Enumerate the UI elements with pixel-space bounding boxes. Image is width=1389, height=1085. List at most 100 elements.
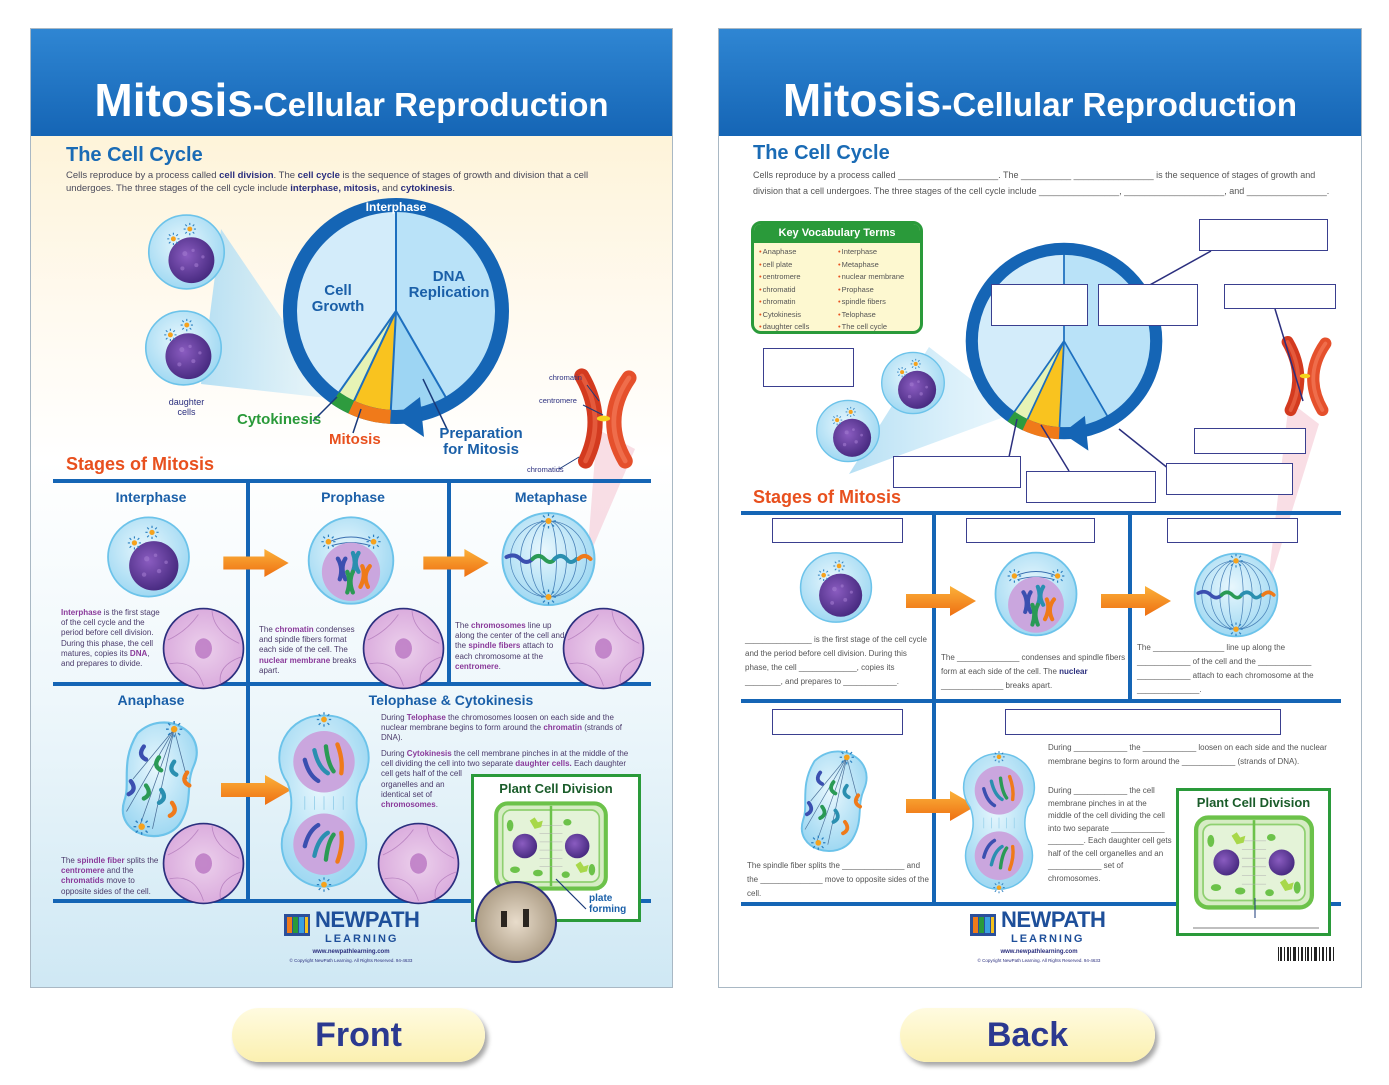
key-term: centromere <box>61 866 105 876</box>
telophase-fill-in[interactable]: During ____________ the ____________ loo… <box>1048 741 1333 769</box>
vocab-term: daughter cells <box>759 321 833 331</box>
text-segment: splits the <box>124 856 159 865</box>
poster-title: Mitosis-Cellular Reproduction <box>719 73 1361 127</box>
text-segment: During <box>381 749 407 758</box>
plant-cell-division-box: Plant Cell Division plate forming <box>471 774 641 922</box>
key-term: chromatids <box>61 876 105 886</box>
answer-box-daughter-cells[interactable] <box>763 348 854 387</box>
centromere-label: centromere <box>539 396 577 405</box>
vocab-term: Metaphase <box>838 259 912 272</box>
answer-box-dna-replication[interactable] <box>1098 284 1198 326</box>
metaphase-cell <box>503 513 595 605</box>
answer-box-chromatin[interactable] <box>1224 284 1336 309</box>
key-term: nuclear membrane <box>259 655 331 665</box>
pie-label-mitosis: Mitosis <box>329 431 381 448</box>
metaphase-fill-in[interactable]: The ________________ line up along the _… <box>1137 641 1333 697</box>
copyright: © Copyright NewPath Learning. All Rights… <box>289 958 413 963</box>
cell-cycle-fill-in[interactable]: Cells reproduce by a process called ____… <box>753 168 1338 199</box>
text-segment: During <box>381 713 407 722</box>
answer-box-preparation[interactable] <box>1166 463 1293 495</box>
back-poster: Mitosis-Cellular Reproduction The Cell C… <box>718 28 1362 988</box>
back-button[interactable]: Back <box>900 1008 1155 1062</box>
vocab-term: centromere <box>759 271 833 284</box>
plant-cell-division-box: Plant Cell Division <box>1176 788 1331 936</box>
arrow-icon <box>223 549 289 577</box>
answer-box-interphase[interactable] <box>1199 219 1328 251</box>
answer-box-stage-1[interactable] <box>772 518 903 543</box>
anaphase-cell <box>802 750 867 851</box>
front-poster: Mitosis-Cellular Reproduction The Cell C… <box>30 28 673 988</box>
arrow-icon <box>423 549 489 577</box>
text-segment: and <box>379 183 401 194</box>
text-segment: The <box>61 856 78 865</box>
interphase-cell <box>801 553 872 622</box>
cell-cycle-heading: The Cell Cycle <box>66 144 203 166</box>
daughter-cell-bottom <box>146 311 221 385</box>
stages-heading: Stages of Mitosis <box>66 454 215 474</box>
stage-title-telophase: Telophase & Cytokinesis <box>368 692 534 708</box>
poster-header: Mitosis-Cellular Reproduction <box>719 29 1361 136</box>
answer-box-stage-3[interactable] <box>1167 518 1298 543</box>
answer-box-centromere[interactable] <box>1194 428 1306 454</box>
logo-line1: NEWPATH <box>1001 907 1106 932</box>
key-term: chromosomes <box>471 621 526 630</box>
prophase-micrograph <box>362 607 445 690</box>
answer-box-mitosis[interactable] <box>1026 471 1156 503</box>
plant-cell-title: Plant Cell Division <box>1196 795 1311 810</box>
anaphase-cell <box>123 721 197 836</box>
answer-box-stage-5[interactable] <box>1005 709 1281 735</box>
barcode <box>1278 947 1334 961</box>
chromosome-callout-cone <box>1267 401 1319 591</box>
answer-box-cytokinesis[interactable] <box>893 456 1021 488</box>
key-term: Telophase <box>406 713 446 722</box>
anaphase-fill-in[interactable]: The spindle fiber splits the ___________… <box>747 859 929 901</box>
vocab-term: The cell cycle <box>838 321 912 331</box>
telophase-cell <box>964 751 1035 893</box>
interphase-fill-in[interactable]: _______________ is the first stage of th… <box>745 633 931 689</box>
pie-label-dna-replication: DNA Replication <box>408 268 490 301</box>
answer-box-cell-growth[interactable] <box>991 284 1088 326</box>
vocab-term: chromatin <box>759 296 833 309</box>
website-url[interactable]: www.newpathlearning.com <box>312 949 390 955</box>
telophase-description: During Telophase the chromosomes loosen … <box>381 713 631 744</box>
text-segment: , and prepares to divide. <box>61 648 150 669</box>
key-term: nuclear <box>1059 667 1088 676</box>
front-illustrations <box>53 29 651 905</box>
vocab-term: Telophase <box>838 309 912 322</box>
newpath-logo: NEWPATH LEARNING <box>969 907 1119 947</box>
title-main: Mitosis <box>94 74 253 126</box>
vocab-term: nuclear membrane <box>838 271 912 284</box>
website-url[interactable]: www.newpathlearning.com <box>1000 949 1078 955</box>
vocab-list-right: InterphaseMetaphasenuclear membraneProph… <box>833 243 912 331</box>
answer-box-stage-4[interactable] <box>772 709 903 735</box>
key-term: chromatin <box>275 625 314 634</box>
text-segment: is the sequence of stages of growth and … <box>66 170 589 194</box>
daughter-cell-top <box>882 352 945 413</box>
interphase-cell <box>108 517 189 596</box>
chromosome-diagram <box>1288 342 1326 410</box>
key-term: spindle fibers <box>468 641 521 651</box>
arrow-icon <box>1101 586 1171 616</box>
plant-cell-title: Plant Cell Division <box>499 781 613 796</box>
stage-title-interphase: Interphase <box>115 489 187 505</box>
text-segment: ______________ breaks apart. <box>941 681 1053 690</box>
text-segment: . <box>452 183 456 194</box>
plant-cell-diagram <box>1193 813 1319 929</box>
chromatin-label: chromatin <box>549 373 582 382</box>
front-button[interactable]: Front <box>232 1008 485 1062</box>
logo-line1: NEWPATH <box>315 907 420 932</box>
vocab-term: cell plate <box>759 259 833 272</box>
chromatids-label: chromatids <box>527 465 564 474</box>
vocab-term: Interphase <box>838 246 912 259</box>
prophase-description: The chromatin condenses and spindle fibe… <box>259 625 361 676</box>
copyright: © Copyright NewPath Learning. All Rights… <box>977 958 1101 963</box>
title-sub: -Cellular Reproduction <box>941 86 1298 123</box>
cytokinesis-fill-in[interactable]: During ____________ the cell membrane pi… <box>1048 785 1172 885</box>
key-term: Cytokinesis <box>406 749 452 758</box>
text-segment: (strands of DNA). <box>381 723 622 743</box>
text-segment: . <box>435 800 438 810</box>
text-segment: The ________________ line up along the _… <box>1137 643 1314 694</box>
prophase-fill-in[interactable]: The ______________ condenses and spindle… <box>941 651 1127 693</box>
interphase-micrograph <box>162 607 245 690</box>
answer-box-stage-2[interactable] <box>966 518 1095 543</box>
